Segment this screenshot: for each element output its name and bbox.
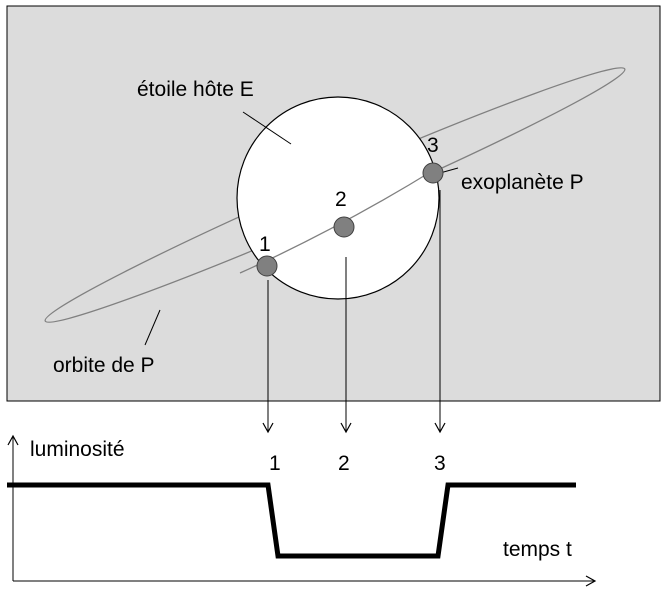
- position-number-1-bottom: 1: [269, 452, 281, 475]
- position-number-2-top: 2: [335, 188, 347, 211]
- planet-label: exoplanète P: [461, 171, 584, 194]
- host-star: [236, 96, 440, 300]
- position-number-3-bottom: 3: [434, 452, 446, 475]
- star-label: étoile hôte E: [137, 78, 254, 101]
- time-axis-label: temps t: [503, 538, 572, 561]
- planet-position-3: [422, 162, 444, 184]
- planet-position-1: [256, 255, 278, 277]
- position-number-3-top: 3: [427, 134, 439, 157]
- position-number-1-top: 1: [259, 233, 271, 256]
- light-curve: [7, 482, 576, 559]
- luminosity-axis-label: luminosité: [30, 438, 125, 461]
- planet-position-2: [333, 216, 355, 238]
- orbit-label: orbite de P: [53, 354, 155, 377]
- orbit-leader-line: [144, 309, 161, 346]
- position-number-2-bottom: 2: [338, 452, 350, 475]
- star-leader-line: [242, 111, 292, 145]
